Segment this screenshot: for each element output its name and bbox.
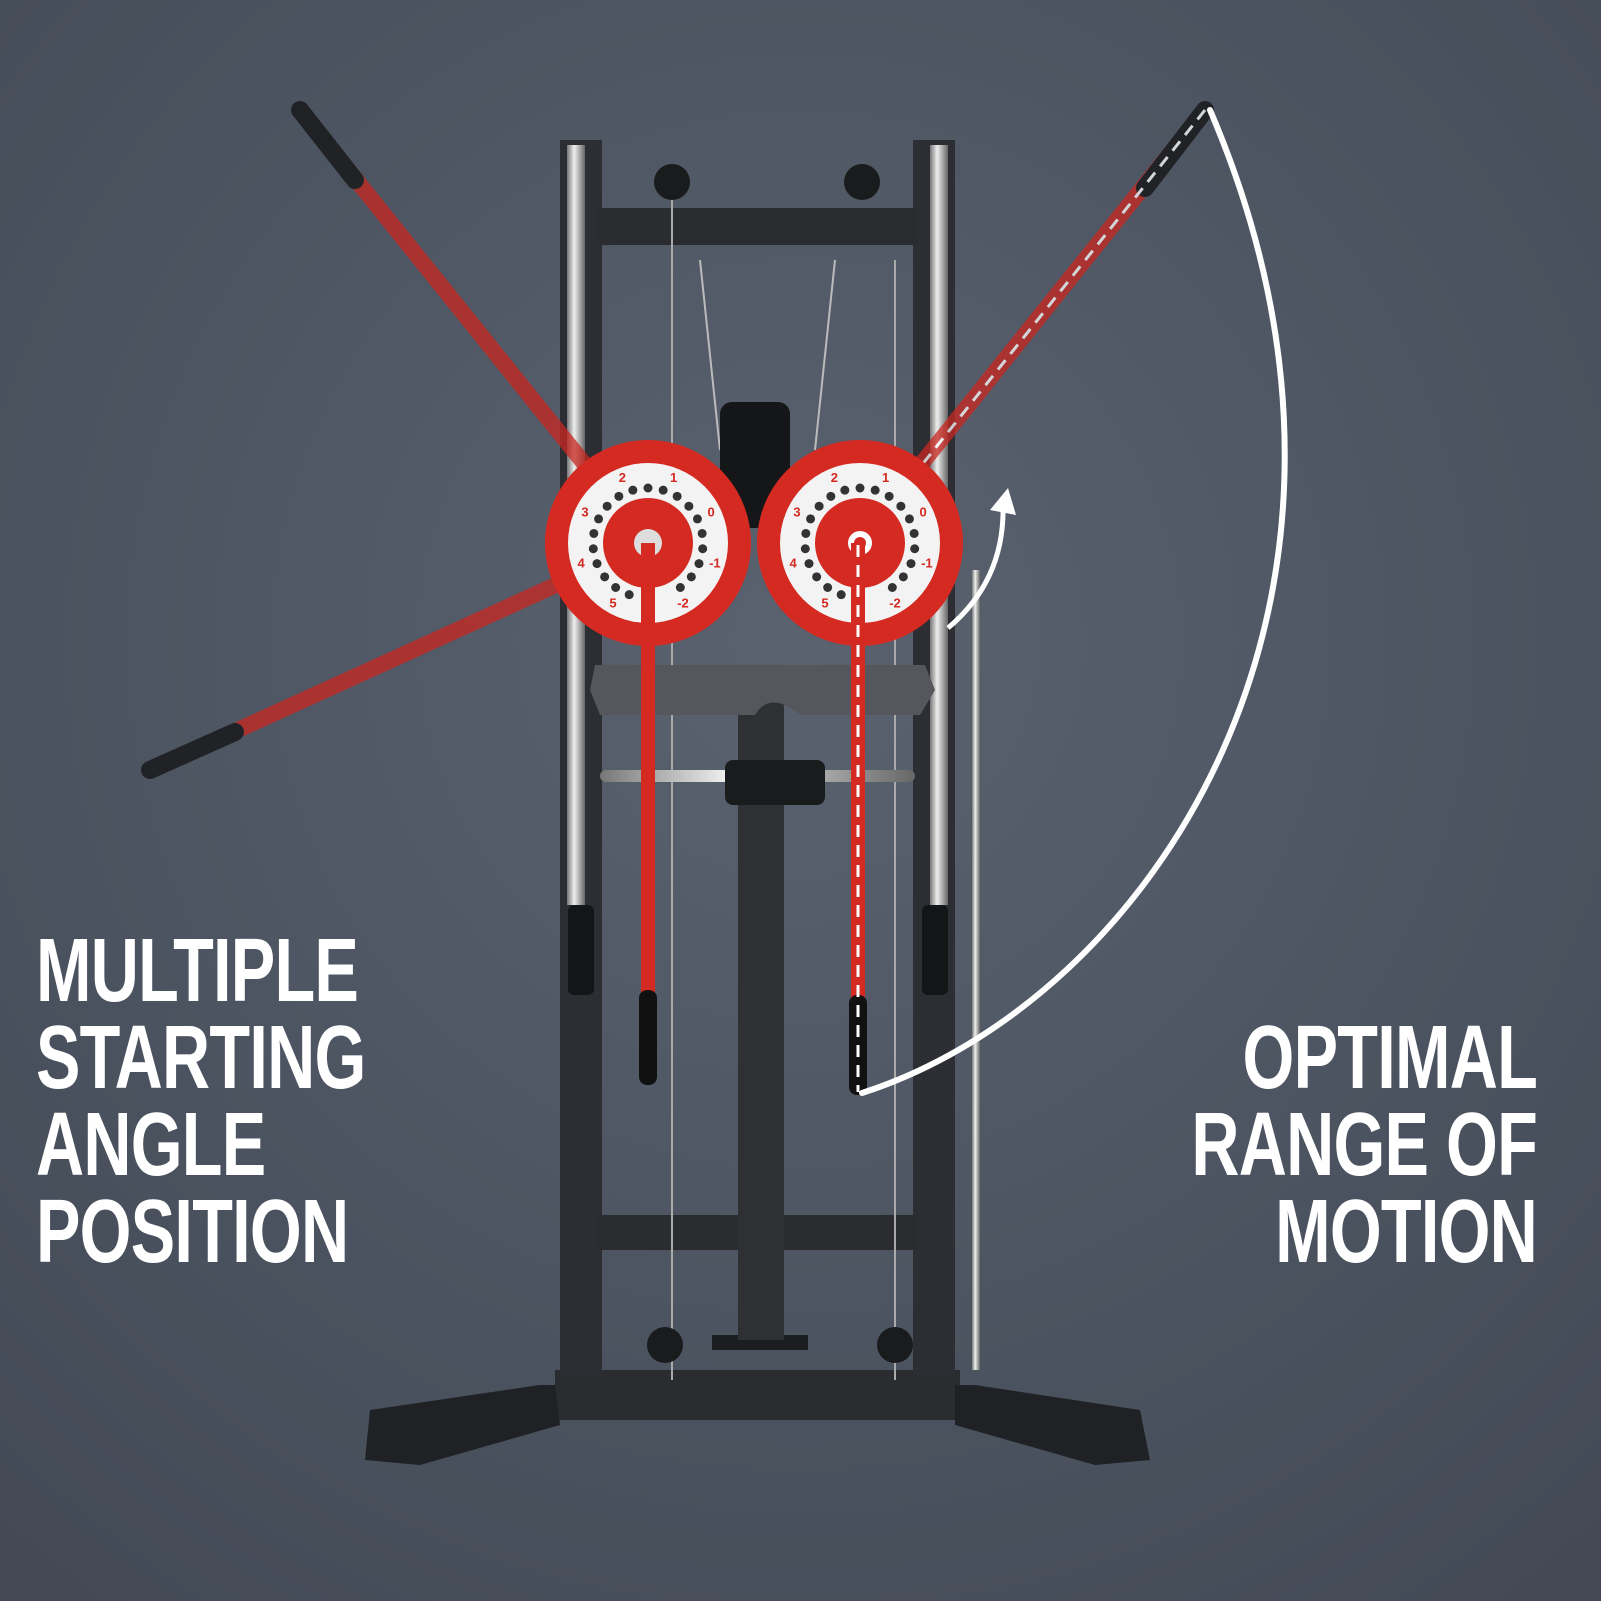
dial-hole bbox=[686, 572, 696, 582]
dial-hole bbox=[588, 544, 598, 554]
caption-line: OPTIMAL bbox=[1242, 1008, 1538, 1108]
left-arm bbox=[639, 543, 657, 1085]
dial-hole bbox=[692, 514, 702, 524]
caption-line: POSITION bbox=[36, 1182, 349, 1282]
dial-hole bbox=[694, 559, 704, 569]
dial-hole bbox=[909, 528, 919, 538]
dial-hole bbox=[826, 491, 836, 501]
dial-number: 3 bbox=[793, 505, 800, 520]
caption-line: RANGE OF bbox=[1191, 1095, 1537, 1195]
dial-hole bbox=[611, 582, 621, 592]
dial-number: 0 bbox=[707, 505, 714, 520]
caption-line: STARTING bbox=[36, 1008, 366, 1108]
dial-hole bbox=[624, 590, 634, 600]
caption-line: MOTION bbox=[1275, 1182, 1538, 1282]
dial-hole bbox=[870, 485, 880, 495]
range-of-motion-arc bbox=[859, 107, 1288, 1096]
dial-number: 0 bbox=[919, 505, 926, 520]
dial-hole bbox=[887, 582, 897, 592]
dial-hole bbox=[589, 528, 599, 538]
dial-hole bbox=[904, 514, 914, 524]
dial-hole bbox=[602, 501, 612, 511]
dial-hole bbox=[812, 572, 822, 582]
dial-hole bbox=[801, 528, 811, 538]
dial-number: 2 bbox=[831, 470, 838, 485]
dial-hole bbox=[836, 590, 846, 600]
dial-hole bbox=[628, 485, 638, 495]
dial-hole bbox=[910, 544, 920, 554]
optimal-range-caption: OPTIMAL RANGE OF MOTION bbox=[1191, 1008, 1538, 1282]
dial-hole bbox=[800, 544, 810, 554]
dial-hole bbox=[855, 483, 865, 493]
dial-hole bbox=[684, 501, 694, 511]
dial-hole bbox=[614, 491, 624, 501]
dial-hole bbox=[697, 528, 707, 538]
dial-hole bbox=[592, 559, 602, 569]
machine-base bbox=[365, 1335, 1150, 1465]
dial-hole bbox=[804, 559, 814, 569]
dial-number: 1 bbox=[670, 470, 677, 485]
dial-number: -1 bbox=[921, 556, 933, 571]
machine-frame bbox=[560, 140, 980, 1380]
dial-hole bbox=[896, 501, 906, 511]
dial-hole bbox=[675, 582, 685, 592]
dial-hole bbox=[594, 514, 604, 524]
dial-hole bbox=[643, 483, 653, 493]
dial-hole bbox=[600, 572, 610, 582]
dial-number: 1 bbox=[882, 470, 889, 485]
dial-number: 5 bbox=[609, 596, 616, 611]
dial-number: 5 bbox=[821, 596, 828, 611]
dial-hole bbox=[898, 572, 908, 582]
dial-hole bbox=[814, 501, 824, 511]
right-arm bbox=[849, 543, 867, 1095]
dial-hole bbox=[806, 514, 816, 524]
dial-hole bbox=[658, 485, 668, 495]
dial-hole bbox=[906, 559, 916, 569]
dial-number-labels: 5 4 3 2 1 0 -1 -2 5 4 3 2 1 0 -1 -2 bbox=[577, 470, 932, 611]
dial-number: 3 bbox=[581, 505, 588, 520]
rotate-arrow-icon bbox=[946, 488, 1016, 630]
dial-hole bbox=[823, 582, 833, 592]
dial-number: -2 bbox=[677, 596, 689, 611]
dial-number: 4 bbox=[577, 556, 585, 571]
dial-number: -2 bbox=[889, 596, 901, 611]
multiple-starting-angle-caption: MULTIPLE STARTING ANGLE POSITION bbox=[36, 921, 366, 1282]
caption-line: ANGLE bbox=[36, 1095, 266, 1195]
caption-line: MULTIPLE bbox=[36, 921, 359, 1021]
dial-hole bbox=[840, 485, 850, 495]
dial-number: 2 bbox=[619, 470, 626, 485]
dial-hole bbox=[884, 491, 894, 501]
dial-number: 4 bbox=[789, 556, 797, 571]
dial-hole bbox=[698, 544, 708, 554]
dial-hole bbox=[672, 491, 682, 501]
dial-number: -1 bbox=[709, 556, 721, 571]
